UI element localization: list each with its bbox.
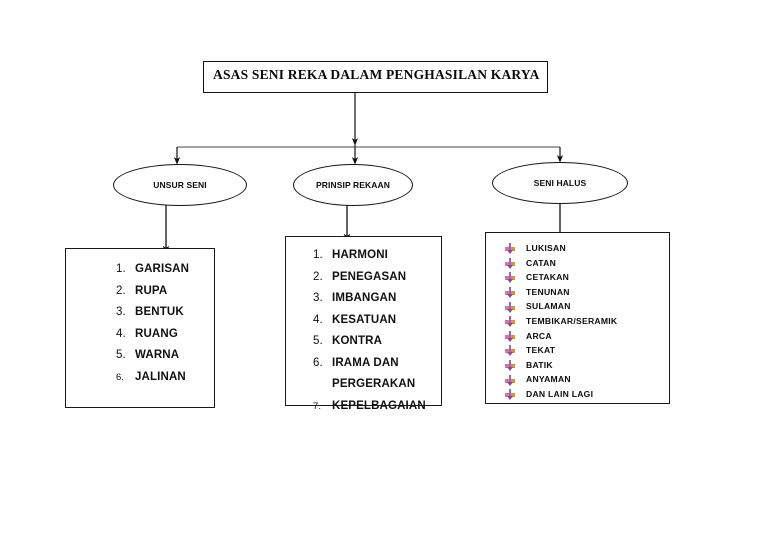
- list-item: BATIK: [504, 358, 669, 373]
- connector-distribution-bar: [177, 142, 560, 148]
- list-item: 6. JALINAN: [116, 367, 214, 389]
- list-item: 1. GARISAN: [116, 259, 214, 281]
- arrow-marker-icon: [504, 242, 526, 255]
- list-item: 5. WARNA: [116, 345, 214, 367]
- list-marker: 1.: [116, 263, 126, 275]
- list-item: 3. IMBANGAN: [313, 288, 441, 310]
- node-ellipse-prinsip-rekaan: PRINSIP REKAAN: [293, 164, 413, 206]
- list-item: 6. IRAMA DAN: [313, 353, 441, 375]
- title-node: ASAS SENI REKA DALAM PENGHASILAN KARYA: [203, 61, 548, 93]
- list-item-label: PENEGASAN: [332, 270, 407, 283]
- list-item-label: BENTUK: [135, 306, 184, 318]
- list-marker: 7.: [313, 400, 322, 412]
- list-item-continuation: PERGERAKAN: [332, 378, 416, 390]
- list-item: 2. PENEGASAN: [313, 267, 441, 289]
- list-item-label: GARISAN: [135, 263, 190, 275]
- list-marker: 6.: [116, 371, 125, 383]
- list-item-label: CATAN: [526, 257, 557, 268]
- arrow-marker-icon: [504, 315, 526, 328]
- arrow-marker-icon: [504, 301, 526, 313]
- list-item: LUKISAN: [504, 241, 669, 256]
- list-item-label: TENUNAN: [526, 286, 570, 297]
- list-item: CETAKAN: [504, 270, 669, 285]
- list-item-label: RUPA: [135, 284, 168, 297]
- list-marker: 2.: [116, 284, 126, 297]
- node-ellipse-seni-halus: SENI HALUS: [492, 162, 628, 204]
- list-marker: 1.: [313, 249, 323, 261]
- list-item-label: KESATUAN: [332, 313, 397, 326]
- node-ellipse-unsur-seni-label: UNSUR SENI: [153, 180, 207, 190]
- arrow-marker-icon: [504, 388, 526, 401]
- unsur-seni-list: 1. GARISAN 2. RUPA 3. BENTUK 4. RUANG 5.…: [66, 249, 214, 388]
- list-item: TEKAT: [504, 343, 669, 358]
- list-box-unsur-seni: 1. GARISAN 2. RUPA 3. BENTUK 4. RUANG 5.…: [65, 248, 215, 408]
- list-item: ARCA: [504, 329, 669, 344]
- list-item-label: ANYAMAN: [526, 374, 571, 385]
- arrow-marker-icon: [504, 330, 526, 342]
- arrow-marker-icon: [504, 286, 526, 299]
- list-item: SULAMAN: [504, 299, 669, 314]
- list-marker: 3.: [313, 292, 323, 304]
- list-marker: 3.: [116, 306, 126, 318]
- prinsip-rekaan-list: 1. HARMONI 2. PENEGASAN 3. IMBANGAN 4. K…: [286, 237, 441, 417]
- list-item-label: LUKISAN: [526, 243, 566, 253]
- node-ellipse-prinsip-rekaan-label: PRINSIP REKAAN: [316, 180, 390, 190]
- list-item-label: KONTRA: [332, 335, 383, 347]
- list-item: DAN LAIN LAGI: [504, 387, 669, 402]
- list-marker: 4.: [313, 313, 323, 326]
- list-item-label: TEMBIKAR/SERAMIK: [526, 315, 618, 326]
- arrow-marker-icon: [504, 374, 526, 386]
- list-item-label: IRAMA DAN: [332, 356, 399, 369]
- list-item: CATAN: [504, 256, 669, 271]
- list-item: 3. BENTUK: [116, 302, 214, 324]
- node-ellipse-seni-halus-label: SENI HALUS: [533, 178, 587, 188]
- list-item: ANYAMAN: [504, 372, 669, 387]
- list-marker: 4.: [116, 327, 126, 340]
- list-marker: 6.: [313, 356, 323, 369]
- list-item: 2. RUPA: [116, 281, 214, 303]
- list-item: TEMBIKAR/SERAMIK: [504, 314, 669, 329]
- arrow-marker-icon: [504, 359, 526, 372]
- list-item-label: TEKAT: [526, 345, 556, 356]
- list-item: 5. KONTRA: [313, 331, 441, 353]
- arrow-marker-icon: [504, 344, 526, 357]
- list-marker: 5.: [313, 335, 323, 347]
- list-item-label: KEPELBAGAIAN: [332, 399, 426, 412]
- title-node-label: ASAS SENI REKA DALAM PENGHASILAN KARYA: [213, 67, 540, 82]
- list-item: 7. KEPELBAGAIAN: [313, 396, 441, 418]
- list-item-label: SULAMAN: [526, 301, 571, 312]
- list-item-label: HARMONI: [332, 249, 388, 261]
- list-marker: 2.: [313, 270, 323, 283]
- list-item-label: DAN LAIN LAGI: [526, 388, 594, 399]
- arrow-marker-icon: [504, 271, 526, 284]
- list-item: 4. RUANG: [116, 324, 214, 346]
- list-item: TENUNAN: [504, 285, 669, 300]
- arrow-marker-icon: [504, 257, 526, 269]
- list-item: 1. HARMONI: [313, 245, 441, 267]
- list-item-label: BATIK: [526, 359, 553, 370]
- list-box-seni-halus: LUKISAN CATAN CETAKAN TENUNAN: [485, 232, 670, 404]
- list-item-label: ARCA: [526, 330, 552, 341]
- list-item-label: JALINAN: [135, 370, 186, 383]
- list-marker: 5.: [116, 349, 126, 361]
- list-item: 4. KESATUAN: [313, 310, 441, 332]
- list-item-label: CETAKAN: [526, 272, 570, 283]
- list-item-label: IMBANGAN: [332, 292, 397, 304]
- list-box-prinsip-rekaan: 1. HARMONI 2. PENEGASAN 3. IMBANGAN 4. K…: [285, 236, 442, 412]
- node-ellipse-unsur-seni: UNSUR SENI: [113, 164, 247, 206]
- seni-halus-list: LUKISAN CATAN CETAKAN TENUNAN: [486, 233, 669, 402]
- list-item-label: WARNA: [135, 349, 180, 361]
- list-item-label: RUANG: [135, 327, 178, 340]
